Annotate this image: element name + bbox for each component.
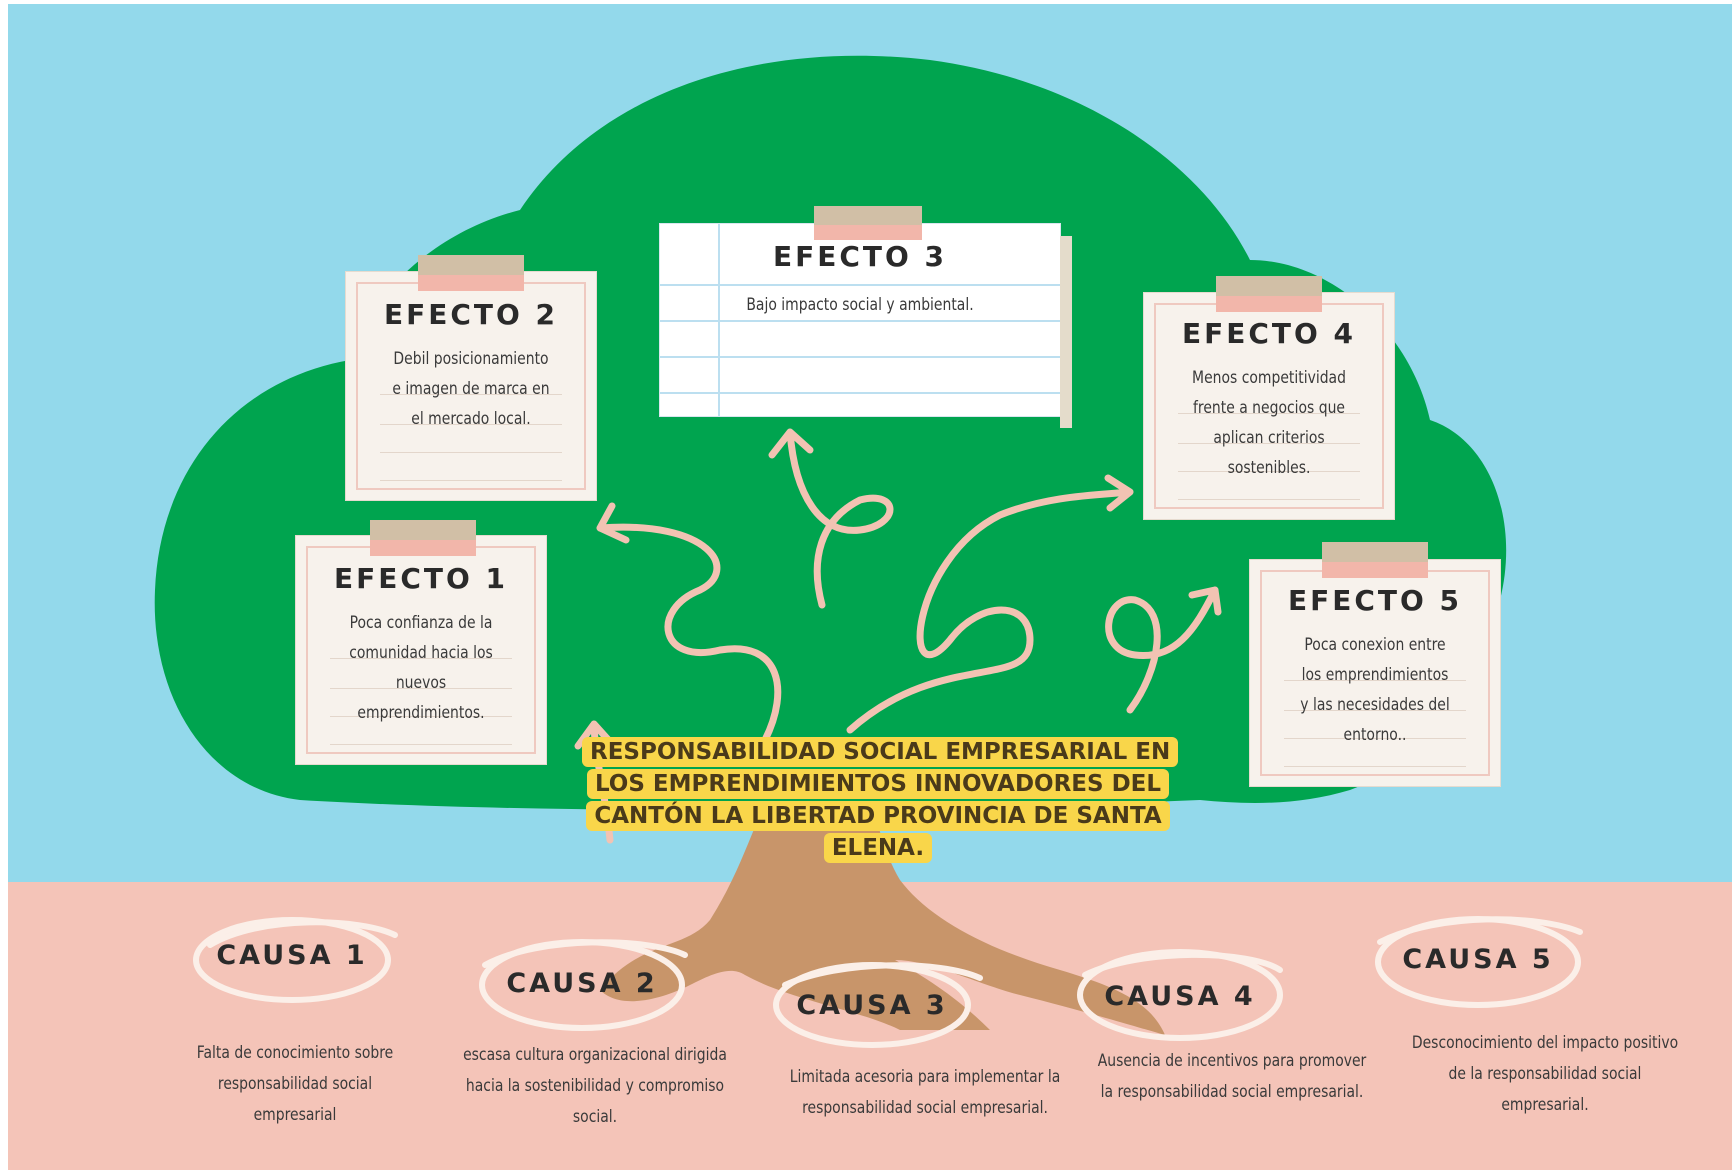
curly-arrows (574, 428, 1222, 844)
efecto-4-title: EFECTO 4 (1181, 317, 1357, 350)
efecto-3-title: EFECTO 3 (772, 240, 948, 273)
causa-1-text: Falta de conocimiento sobre responsabili… (196, 1043, 394, 1125)
arrow-to-efecto-4 (846, 474, 1134, 734)
causa-1-title: CAUSA 1 (216, 940, 368, 971)
tree-trunk (600, 815, 1165, 1035)
efecto-5-tape (1322, 542, 1428, 578)
efecto-4-tape (1216, 276, 1322, 312)
efecto-3-tape (814, 206, 922, 240)
central-problem-text: RESPONSABILIDAD SOCIAL EMPRESARIAL EN LO… (582, 737, 1179, 863)
efecto-1-card: EFECTO 1 Poca confianza de la comunidad … (296, 536, 546, 764)
arrow-to-efecto-5 (1105, 586, 1222, 714)
causa-4-circle (1077, 949, 1283, 1041)
causa-1-circle (193, 917, 391, 1003)
arrow-to-efecto-3 (768, 428, 894, 609)
efecto-2-card: EFECTO 2 Debil posicionamiento e imagen … (346, 272, 596, 500)
causa-5-text: Desconocimiento del impacto positivo de … (1411, 1033, 1679, 1115)
efecto-2-tape (418, 255, 524, 291)
efecto-5-text: Poca conexion entre los emprendimientos … (1300, 635, 1450, 745)
causa-3-text: Limitada acesoria para implementar la re… (789, 1067, 1061, 1118)
efecto-3-text: Bajo impacto social y ambiental. (746, 295, 974, 315)
efecto-1-text: Poca confianza de la comunidad hacia los… (349, 613, 493, 723)
efecto-1-tape (370, 520, 476, 556)
efecto-1-title: EFECTO 1 (333, 562, 509, 595)
causa-2-text: escasa cultura organizacional dirigida h… (463, 1045, 727, 1127)
causa-4-text: Ausencia de incentivos para promover la … (1097, 1051, 1367, 1102)
efecto-5-title: EFECTO 5 (1287, 584, 1463, 617)
central-problem-title: RESPONSABILIDAD SOCIAL EMPRESARIAL EN LO… (582, 736, 1179, 864)
efecto-4-text: Menos competitividad frente a negocios q… (1192, 368, 1346, 478)
efecto-4-card: EFECTO 4 Menos competitividad frente a n… (1144, 293, 1394, 519)
causa-4-title: CAUSA 4 (1104, 981, 1256, 1012)
arrow-to-efecto-2 (596, 502, 782, 744)
efecto-3-card (660, 224, 1060, 416)
efecto-5-card: EFECTO 5 Poca conexion entre los emprend… (1250, 560, 1500, 786)
causa-3-title: CAUSA 3 (796, 990, 948, 1021)
causa-2-title: CAUSA 2 (506, 968, 658, 999)
cause-circles (193, 916, 1583, 1048)
efecto-2-text: Debil posicionamiento e imagen de marca … (392, 349, 550, 429)
causa-5-title: CAUSA 5 (1402, 944, 1554, 975)
efecto-3-paper-back (1060, 236, 1072, 428)
efecto-2-title: EFECTO 2 (383, 298, 559, 331)
